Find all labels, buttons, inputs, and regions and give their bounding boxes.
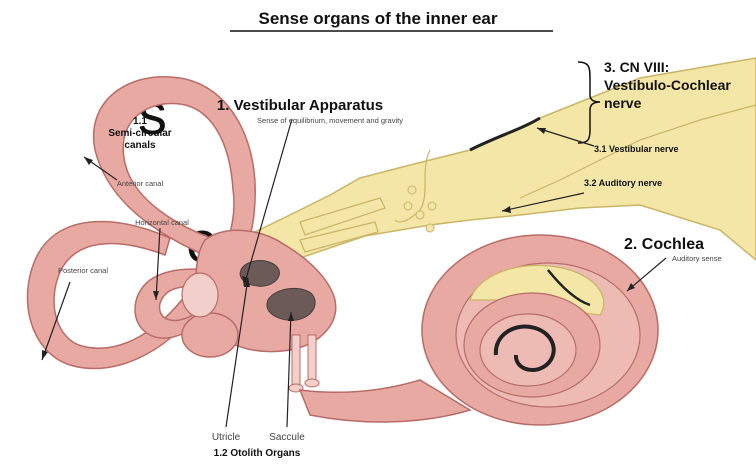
vestibule [182,230,336,392]
label-semicircular-num: 1.1 [133,116,147,127]
label-semicircular-line1: Semi-circular [108,128,171,139]
label-cn-viii-line3: nerve [604,95,642,111]
label-vestibular-apparatus: 1. Vestibular Apparatus [217,97,383,114]
label-saccule: Saccule [269,432,305,443]
label-cochlea-sub: Auditory sense [672,254,722,263]
label-cochlea: 2. Cochlea [624,236,704,253]
label-anterior-canal: Anterior canal [117,179,164,188]
label-utricle: Utricle [212,432,241,443]
diagram-title: Sense organs of the inner ear [258,9,497,28]
label-otolith-organs: 1.2 Otolith Organs [214,448,301,459]
label-posterior-canal: Posterior canal [58,266,108,275]
label-vestibular-sub: Sense of equilibrium, movement and gravi… [257,116,403,125]
label-semicircular-line2: canals [124,140,156,151]
label-horizontal-canal: Horizontal canal [135,218,189,227]
label-cn-viii-line1: 3. CN VIII: [604,59,669,75]
label-auditory-nerve: 3.2 Auditory nerve [584,178,662,188]
label-vestibular-nerve: 3.1 Vestibular nerve [594,144,679,154]
label-cn-viii-line2: Vestibulo-Cochlear [604,77,731,93]
cochlea [300,235,658,425]
